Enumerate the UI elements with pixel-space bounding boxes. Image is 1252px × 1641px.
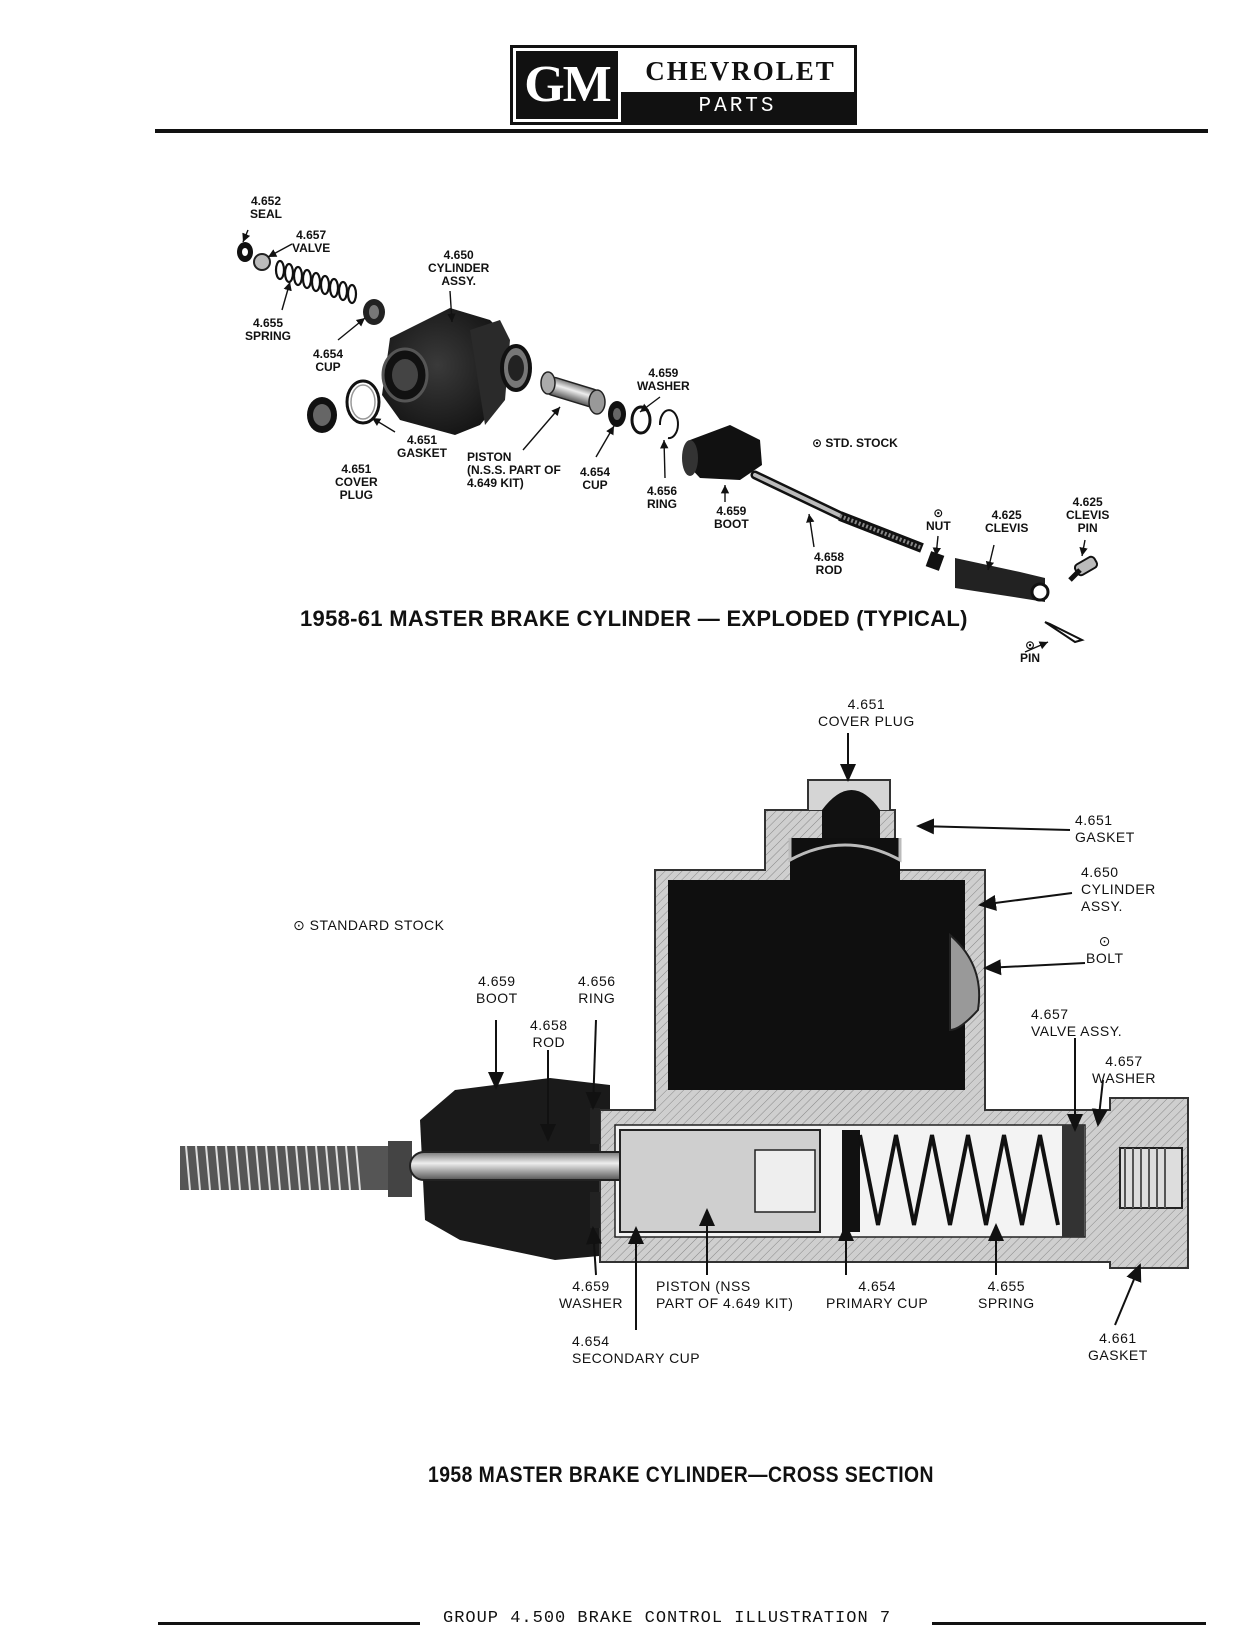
label-secondary-cup: 4.654 SECONDARY CUP bbox=[572, 1333, 701, 1366]
label-cylinder-section: 4.650 CYLINDER ASSY. bbox=[1081, 864, 1156, 914]
footer-rule-right bbox=[932, 1622, 1206, 1625]
spring-part bbox=[274, 259, 358, 305]
label-gasket: 4.651 GASKET bbox=[397, 433, 448, 460]
footer-rule-left bbox=[158, 1622, 420, 1625]
label-clevis: 4.625 CLEVIS bbox=[985, 508, 1029, 535]
label-cylinder-assy: 4.650 CYLINDER ASSY. bbox=[428, 248, 490, 288]
primary-cup bbox=[842, 1130, 860, 1232]
label-nut: ⊙ NUT bbox=[926, 506, 951, 533]
nut-part bbox=[925, 551, 945, 571]
label-valve-assy: 4.657 VALVE ASSY. bbox=[1031, 1006, 1123, 1039]
clevis-pin-part bbox=[1068, 555, 1099, 582]
label-rod: 4.658 ROD bbox=[814, 550, 845, 577]
label-ring-section: 4.656 RING bbox=[578, 973, 616, 1006]
label-piston: PISTON (N.S.S. PART OF 4.649 KIT) bbox=[467, 450, 561, 490]
gm-logo: GM bbox=[516, 51, 618, 119]
piston-part bbox=[540, 371, 606, 415]
label-boot-section: 4.659 BOOT bbox=[476, 973, 518, 1006]
legend-std-stock: ⊙ STD. STOCK bbox=[812, 436, 898, 450]
label-washer-section: 4.659 WASHER bbox=[559, 1278, 623, 1311]
catalogue-title: PARTS CATALOGUE bbox=[621, 92, 854, 148]
label-bolt: ⊙ BOLT bbox=[1086, 933, 1124, 966]
label-gasket-bottom: 4.661 GASKET bbox=[1088, 1330, 1148, 1363]
label-valve-washer: 4.657 WASHER bbox=[1092, 1053, 1156, 1086]
label-clevis-pin: 4.625 CLEVIS PIN bbox=[1066, 495, 1110, 535]
spring-section bbox=[858, 1134, 1060, 1226]
outlet-fitting bbox=[1119, 1147, 1183, 1209]
label-piston-section: PISTON (NSS PART OF 4.649 KIT) bbox=[656, 1278, 794, 1311]
brand-name: CHEVROLET bbox=[645, 56, 836, 86]
exploded-view bbox=[237, 229, 1099, 653]
cotter-pin-part bbox=[1044, 621, 1085, 644]
footer-caption: GROUP 4.500 BRAKE CONTROL ILLUSTRATION 7 bbox=[443, 1609, 892, 1628]
valve-section bbox=[1062, 1125, 1084, 1237]
label-cup-right: 4.654 CUP bbox=[580, 465, 611, 492]
label-ring: 4.656 RING bbox=[647, 484, 678, 511]
ring-part bbox=[658, 409, 679, 440]
bolt-section bbox=[949, 932, 981, 1032]
label-valve: 4.657 VALVE bbox=[292, 228, 331, 255]
label-primary-cup: 4.654 PRIMARY CUP bbox=[826, 1278, 929, 1311]
label-boot: 4.659 BOOT bbox=[714, 504, 749, 531]
cross-section-view bbox=[180, 733, 1189, 1330]
label-washer: 4.659 WASHER bbox=[637, 366, 690, 393]
catalogue-header: GM CHEVROLET PARTS CATALOGUE bbox=[510, 45, 857, 148]
label-spring-section: 4.655 SPRING bbox=[978, 1278, 1035, 1311]
header-rule bbox=[155, 129, 1208, 133]
label-pin: ⊙ PIN bbox=[1020, 638, 1041, 665]
rod-part bbox=[750, 470, 924, 553]
legend-standard-stock: ⊙ STANDARD STOCK bbox=[293, 917, 445, 933]
label-seal: 4.652 SEAL bbox=[250, 194, 283, 221]
reservoir bbox=[668, 838, 965, 1090]
gasket-part bbox=[345, 379, 381, 425]
threaded-rod bbox=[180, 1141, 412, 1197]
label-gasket-top: 4.651 GASKET bbox=[1075, 812, 1135, 845]
valve-part bbox=[253, 253, 271, 271]
clevis-part bbox=[955, 558, 1050, 602]
label-rod-section: 4.658 ROD bbox=[530, 1017, 568, 1050]
label-spring: 4.655 SPRING bbox=[245, 316, 292, 343]
label-cover-plug: 4.651 COVER PLUG bbox=[335, 462, 378, 502]
boot-part bbox=[682, 425, 762, 480]
cross-section-caption: 1958 MASTER BRAKE CYLINDER—CROSS SECTION bbox=[428, 1462, 934, 1487]
exploded-caption: 1958-61 MASTER BRAKE CYLINDER — EXPLODED… bbox=[300, 606, 968, 631]
label-cup: 4.654 CUP bbox=[313, 347, 344, 374]
label-cover-plug-section: 4.651 COVER PLUG bbox=[818, 696, 915, 729]
